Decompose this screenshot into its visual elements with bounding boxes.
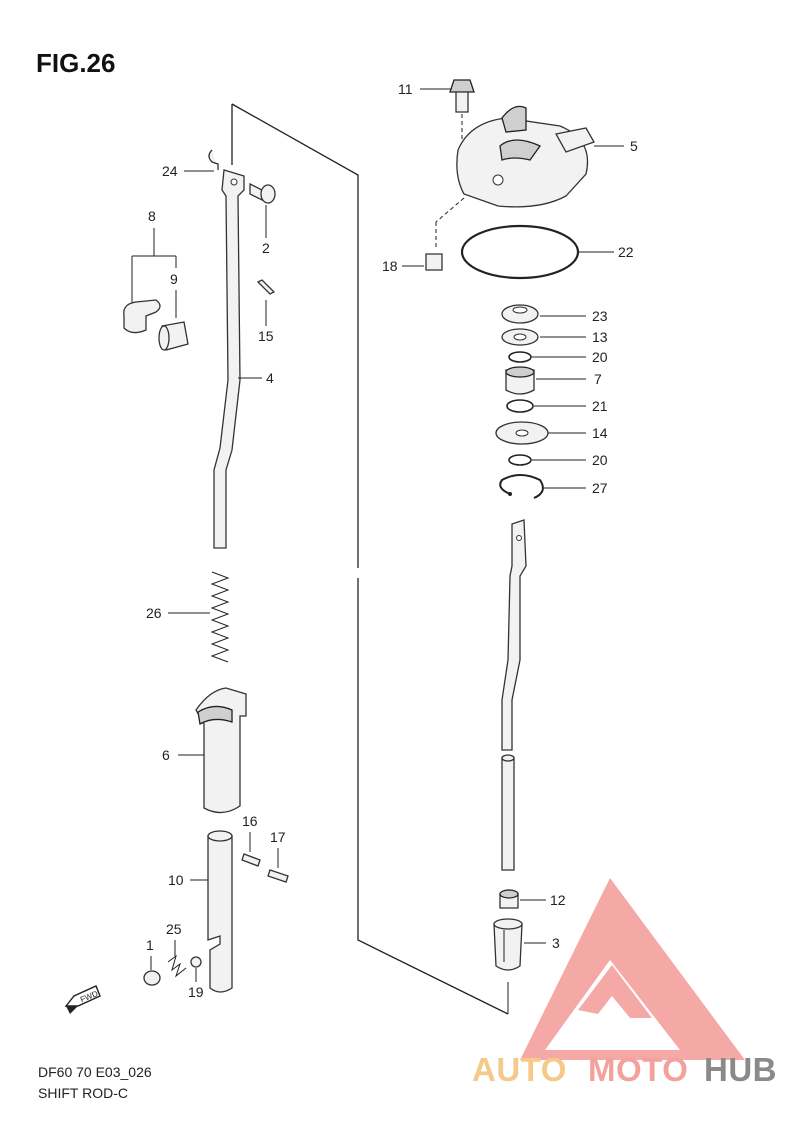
part-3-connector-top [493, 918, 523, 930]
callout-25: 25 [166, 921, 182, 937]
part-5-cover-slot [499, 139, 541, 161]
fwd-arrow-icon [64, 985, 101, 1014]
part-24-clip [208, 149, 219, 170]
part-14-hole [515, 429, 529, 437]
watermark-logo [520, 878, 745, 1060]
callout-22: 22 [618, 244, 634, 260]
part-12-cap-top [499, 889, 519, 899]
callout-21: 21 [592, 398, 608, 414]
callout-24: 24 [162, 163, 178, 179]
callout-14: 14 [592, 425, 608, 441]
fwd-label: FWD [79, 989, 99, 1004]
callout-17: 17 [270, 829, 286, 845]
watermark-triangle-icon [520, 878, 745, 1060]
figure-title: FIG.26 [36, 48, 116, 78]
callout-7: 7 [594, 371, 602, 387]
callout-4: 4 [266, 370, 274, 386]
part-21-ring [506, 399, 534, 413]
assembly-frame-bottom [357, 578, 509, 1015]
part-10-shaft-top [207, 830, 233, 842]
part-27-circlip [499, 474, 544, 499]
part-11-bolt-shank [455, 91, 469, 113]
part-13-hole [513, 333, 527, 341]
callout-15: 15 [258, 328, 274, 344]
callout-5: 5 [630, 138, 638, 154]
circlip-eye-left [508, 492, 512, 496]
part-16-pin [241, 853, 261, 867]
part-25-spring [167, 954, 187, 978]
callout-27: 27 [592, 480, 608, 496]
part-8-bushing [123, 299, 161, 334]
callout-18: 18 [382, 258, 398, 274]
part-20-ring-lower [508, 454, 532, 466]
part-5-cover-arm [554, 127, 595, 153]
part-17-pin [267, 869, 289, 883]
watermark-wordmark: AUTO MOTO HUB [472, 1051, 777, 1088]
callout-19: 19 [188, 984, 204, 1000]
part-3-connector [493, 923, 523, 971]
part-22-o-ring [460, 224, 580, 280]
part-2-pin-body [249, 182, 263, 202]
callout-9: 9 [170, 271, 178, 287]
callout-23: 23 [592, 308, 608, 324]
part-11-bolt-head [449, 79, 475, 93]
part-23-hole [512, 306, 528, 314]
part-9-collar-face [158, 325, 170, 351]
callout-12: 12 [550, 892, 566, 908]
callout-8: 8 [148, 208, 156, 224]
part-26-spring [210, 571, 230, 663]
part-1-plug [143, 970, 161, 986]
callout-16: 16 [242, 813, 258, 829]
part-23-bushing [501, 304, 539, 324]
callout-20-lower: 20 [592, 452, 608, 468]
callout-3: 3 [552, 935, 560, 951]
cover-hole [492, 174, 504, 186]
part-19-ball [190, 956, 202, 968]
part-5-cover-boss [501, 105, 527, 133]
assembly-frame-top [231, 103, 359, 568]
shift-rod-hole [516, 535, 522, 541]
part-10-shaft [207, 830, 233, 993]
part-6-sleeve-cutout [197, 705, 233, 726]
watermark-moto: MOTO [588, 1051, 688, 1088]
rod-hole [230, 178, 238, 186]
part-20-ring-upper [508, 351, 532, 363]
callout-10: 10 [168, 872, 184, 888]
part-15-pin [256, 279, 276, 295]
part-18-axis [435, 197, 465, 223]
model-code: DF60 70 E03_026 [38, 1064, 152, 1080]
callout-20-upper: 20 [592, 349, 608, 365]
part-shift-rod-upper [501, 519, 527, 751]
part-4-shift-rod [213, 169, 245, 549]
callout-11: 11 [398, 81, 413, 97]
watermark-auto: AUTO [472, 1051, 567, 1088]
watermark-inner-mark-icon [578, 965, 652, 1018]
part-7-bushing-top [505, 366, 535, 378]
diagram-subtitle: SHIFT ROD-C [38, 1085, 128, 1101]
part-5-cover [456, 117, 589, 208]
callout-26: 26 [146, 605, 162, 621]
callout-2: 2 [262, 240, 270, 256]
shift-rod-lower-top [501, 754, 515, 762]
callout-13: 13 [592, 329, 608, 345]
callout-1: 1 [146, 937, 154, 953]
part-shift-rod-lower [501, 757, 515, 871]
callout-6: 6 [162, 747, 170, 763]
part-18-fitting [425, 253, 443, 271]
watermark-hub: HUB [704, 1051, 777, 1088]
part-2-pin-head [260, 184, 276, 204]
